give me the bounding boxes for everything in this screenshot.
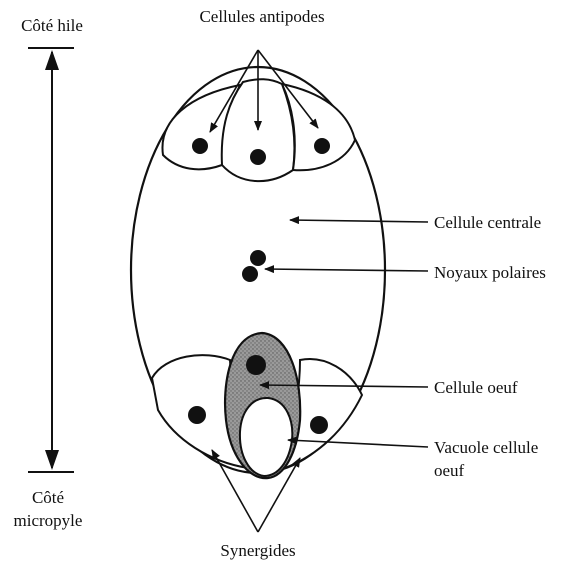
egg-nucleus <box>246 355 266 375</box>
egg-vacuole <box>240 398 292 476</box>
polar-nucleus-bottom <box>242 266 258 282</box>
antipodal-nucleus-left <box>192 138 208 154</box>
central-cell-arrow <box>290 220 428 222</box>
antipodal-nucleus-middle <box>250 149 266 165</box>
synergid-nucleus-right <box>310 416 328 434</box>
label-central-cell: Cellule centrale <box>434 213 541 232</box>
synergid-nucleus-left <box>188 406 206 424</box>
label-synergids: Synergides <box>220 541 295 560</box>
antipodal-nucleus-right <box>314 138 330 154</box>
arrow-down-icon <box>45 450 59 470</box>
arrow-up-icon <box>45 50 59 70</box>
label-hile-side: Côté hile <box>21 16 83 35</box>
label-polar-nuclei: Noyaux polaires <box>434 263 546 282</box>
label-antipodal-cells: Cellules antipodes <box>199 7 324 26</box>
polar-nuclei <box>242 250 266 282</box>
label-micropyle-side-2: micropyle <box>14 511 83 530</box>
label-micropyle-side-1: Côté <box>32 488 64 507</box>
label-egg-vacuole-1: Vacuole cellule <box>434 438 538 457</box>
label-egg-vacuole-2: oeuf <box>434 461 465 480</box>
egg-cell <box>225 333 300 478</box>
polar-nuclei-arrow <box>265 269 428 271</box>
axis-hile-micropyle <box>28 48 74 472</box>
polar-nucleus-top <box>250 250 266 266</box>
label-egg-cell: Cellule oeuf <box>434 378 518 397</box>
